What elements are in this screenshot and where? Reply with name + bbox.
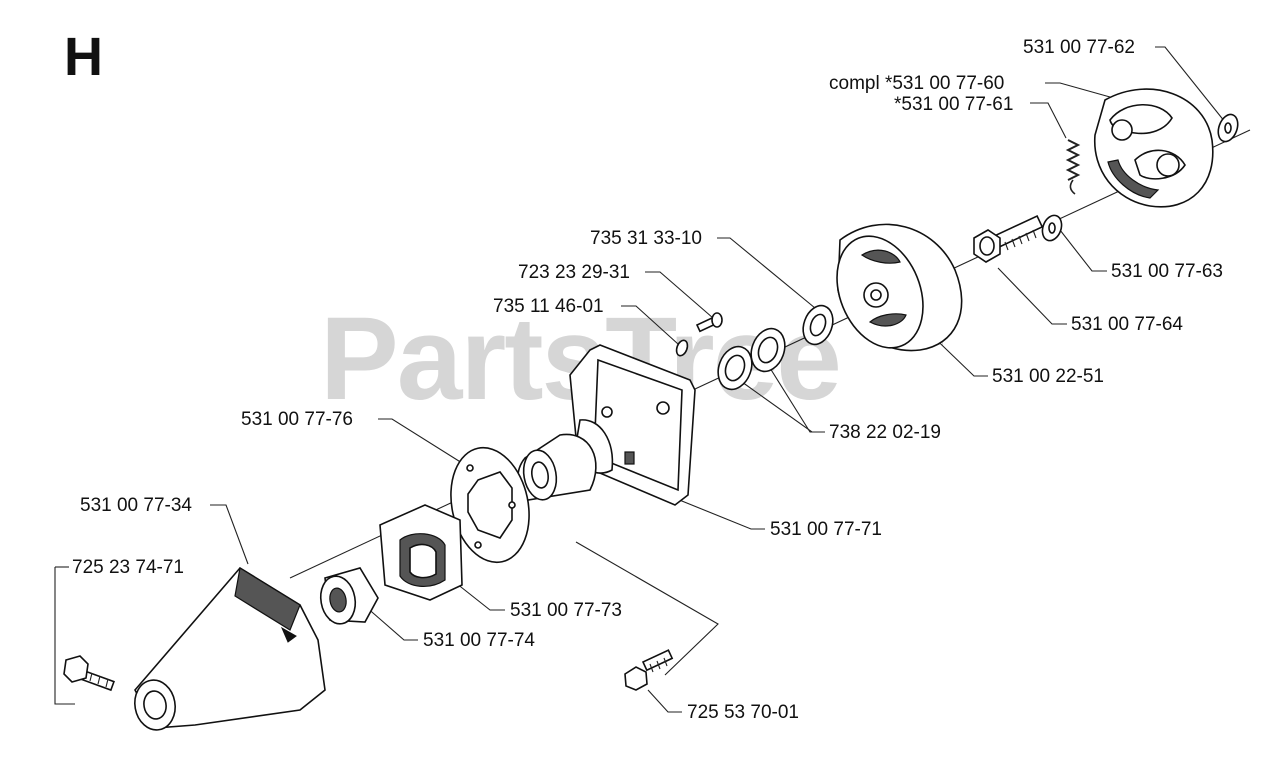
- callout-c7[interactable]: 531 00 77-63: [1111, 261, 1223, 282]
- callout-c10[interactable]: 531 00 77-76: [241, 409, 353, 430]
- leader-c4: [717, 237, 816, 309]
- callout-c3[interactable]: *531 00 77-61: [894, 94, 1014, 115]
- leader-c11b: [769, 367, 825, 433]
- clutch-housing: [517, 344, 696, 506]
- callout-c5[interactable]: 723 23 29-31: [518, 262, 630, 283]
- leader-c1: [1155, 46, 1226, 123]
- callout-c11[interactable]: 738 22 02-19: [829, 422, 941, 443]
- circlip: [675, 339, 689, 357]
- clutch-shoe-assembly: [1094, 88, 1214, 208]
- callout-c2[interactable]: compl *531 00 77-60: [829, 73, 1005, 94]
- callout-c6[interactable]: 735 11 46-01: [493, 296, 604, 317]
- shoulder-bolt-64: [973, 214, 1044, 263]
- callout-c9[interactable]: 531 00 22-51: [992, 366, 1104, 387]
- clutch-spring: [1065, 139, 1081, 195]
- callout-c17[interactable]: 725 53 70-01: [687, 702, 799, 723]
- callout-c13[interactable]: 531 00 77-71: [770, 519, 882, 540]
- leader-c12: [210, 504, 249, 565]
- bushing: [319, 567, 379, 625]
- callout-c12[interactable]: 531 00 77-34: [80, 495, 192, 516]
- leader-c3: [1030, 102, 1067, 139]
- leader-c13: [671, 496, 765, 530]
- leader-lines: [54, 46, 1226, 713]
- callout-c14[interactable]: 725 23 74-71: [72, 557, 184, 578]
- screw-723: [695, 312, 723, 333]
- bolt-725-53: [624, 649, 674, 691]
- leader-c8: [997, 267, 1067, 325]
- leader-c17: [647, 689, 682, 713]
- leader-c2: [1045, 82, 1111, 98]
- callout-c15[interactable]: 531 00 77-73: [510, 600, 622, 621]
- leader-c6: [621, 305, 679, 345]
- washer-63: [1041, 214, 1063, 242]
- clutch-drum: [836, 223, 963, 352]
- callout-c4[interactable]: 735 31 33-10: [590, 228, 702, 249]
- leader-c14: [54, 567, 75, 705]
- ball-bearing-2: [717, 345, 753, 391]
- callout-c1[interactable]: 531 00 77-62: [1023, 37, 1135, 58]
- ball-bearing-1: [750, 327, 786, 373]
- bolt-725-23: [63, 655, 115, 692]
- leader-c7: [1059, 229, 1107, 272]
- leader-c5: [645, 271, 714, 319]
- leader-c10: [378, 418, 471, 469]
- section-letter: H: [64, 27, 103, 87]
- washer-62: [1217, 113, 1239, 143]
- leader-c16: [364, 605, 418, 641]
- retaining-ring: [802, 304, 834, 346]
- vibration-damper: [379, 504, 463, 601]
- shaft-tube-cover: [134, 566, 326, 731]
- mounting-plate: [450, 446, 530, 564]
- leader-screw-path: [575, 541, 719, 676]
- callout-c16[interactable]: 531 00 77-74: [423, 630, 535, 651]
- callout-c8[interactable]: 531 00 77-64: [1071, 314, 1183, 335]
